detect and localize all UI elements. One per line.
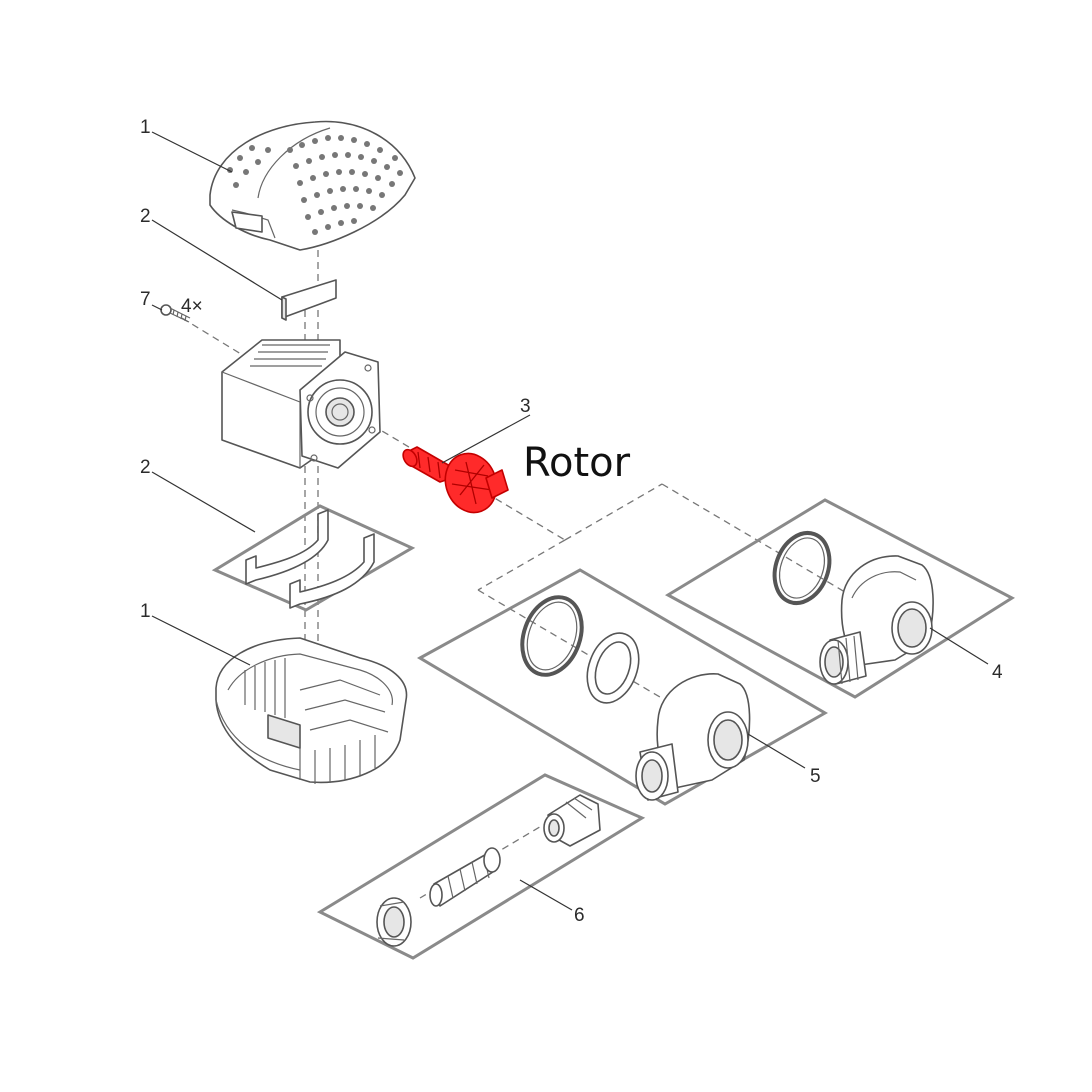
part-seal-strip-top — [281, 279, 337, 321]
part-outlet-set-4 — [664, 498, 1016, 699]
part-rotor-highlighted — [402, 446, 509, 514]
grille-holes — [227, 135, 403, 235]
part-hose-fitting-set-6 — [316, 773, 646, 960]
callout-1-top: 1 — [140, 117, 151, 138]
part-housing-base — [215, 637, 408, 784]
callout-3: 3 — [520, 396, 531, 417]
callout-2-top: 2 — [140, 206, 151, 227]
callout-numbers: 1 2 7 4× 3 2 1 4 5 6 — [140, 117, 1003, 926]
callout-7: 7 — [140, 289, 151, 310]
callout-2-middle: 2 — [140, 457, 151, 478]
rotor-label: Rotor — [523, 440, 631, 486]
part-top-cover — [209, 120, 416, 251]
callout-4: 4 — [992, 662, 1003, 683]
callout-1-bottom: 1 — [140, 601, 151, 622]
part-seal-holder-set — [211, 504, 416, 612]
part-motor-block — [221, 339, 381, 469]
callout-leader-lines — [151, 131, 989, 911]
callout-quantity-4x: 4× — [181, 296, 203, 317]
part-inlet-set-5 — [416, 568, 829, 806]
callout-6: 6 — [574, 905, 585, 926]
callout-5: 5 — [810, 766, 821, 787]
